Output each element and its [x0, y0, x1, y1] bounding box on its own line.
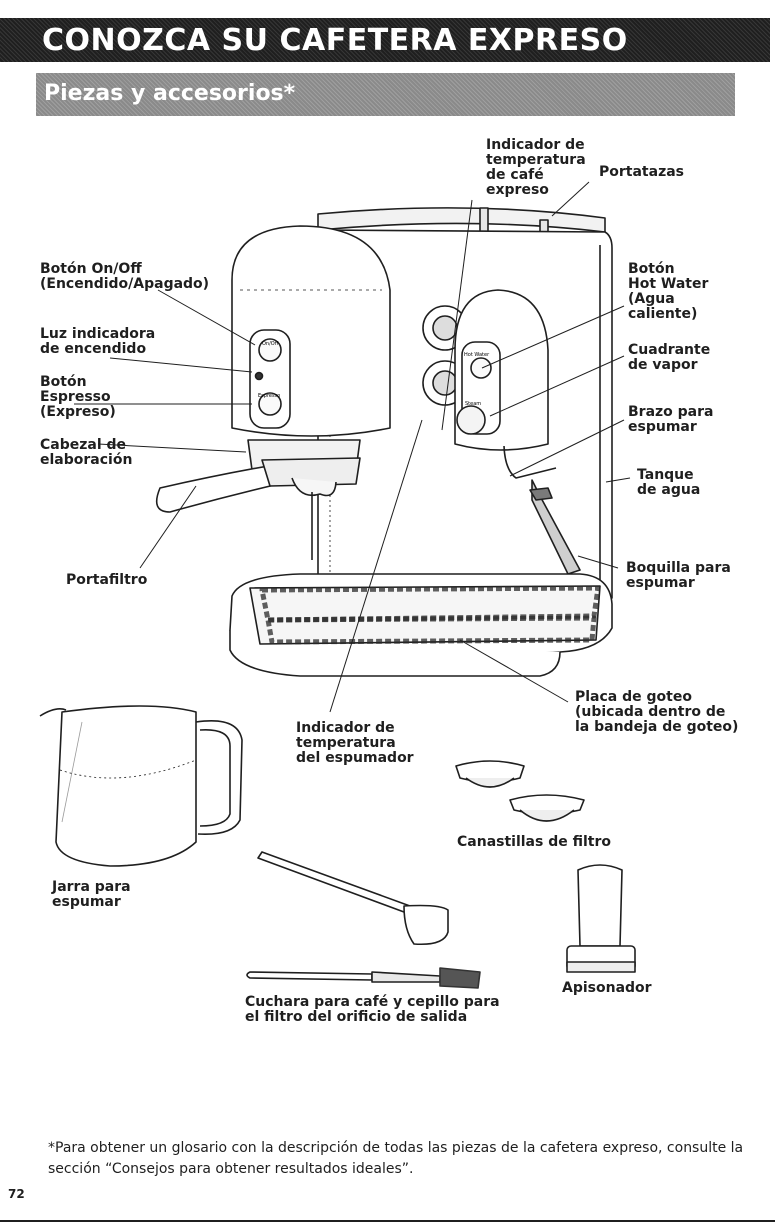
- label-indicador-cafe: Indicador de temperatura de café expreso: [486, 137, 586, 198]
- bottom-rule: [0, 1220, 775, 1222]
- label-placa: Placa de goteo (ubicada dentro de la ban…: [575, 689, 739, 735]
- label-tanque: Tanque de agua: [637, 467, 701, 498]
- footnote: *Para obtener un glosario con la descrip…: [48, 1140, 744, 1177]
- subsection-banner: Piezas y accesorios*: [36, 73, 735, 116]
- label-portafiltro: Portafiltro: [66, 572, 148, 588]
- label-brazo: Brazo para espumar: [628, 404, 714, 435]
- subsection-title: Piezas y accesorios*: [44, 81, 296, 106]
- label-luz-indicadora: Luz indicadora de encendido: [40, 326, 156, 357]
- label-apisonador: Apisonador: [562, 980, 652, 996]
- hot-water-panel-text: Hot Water: [464, 352, 490, 358]
- label-boton-onoff: Botón On/Off (Encendido/Apagado): [40, 261, 210, 292]
- label-boquilla: Boquilla para espumar: [626, 560, 731, 591]
- page-number: 72: [8, 1187, 25, 1201]
- label-cabezal: Cabezal de elaboración: [40, 437, 133, 468]
- section-banner: CONOZCA SU CAFETERA EXPRESO: [0, 18, 770, 62]
- label-boton-hotwater: Botón Hot Water (Agua caliente): [628, 261, 709, 322]
- label-portatazas: Portatazas: [599, 164, 684, 180]
- page-title: CONOZCA SU CAFETERA EXPRESO: [42, 23, 628, 58]
- label-cuadrante: Cuadrante de vapor: [628, 342, 711, 373]
- steam-panel-text: Steam: [465, 401, 481, 407]
- label-canastillas: Canastillas de filtro: [457, 834, 611, 850]
- label-cuchara: Cuchara para café y cepillo para el filt…: [245, 994, 500, 1025]
- label-boton-espresso: Botón Espresso (Expreso): [40, 374, 116, 420]
- on-off-panel-text: On/Off: [262, 341, 279, 347]
- label-jarra: Jarra para espumar: [52, 879, 131, 910]
- label-indicador-espumador: Indicador de temperatura del espumador: [296, 720, 414, 766]
- espresso-panel-text: Espresso: [258, 393, 280, 399]
